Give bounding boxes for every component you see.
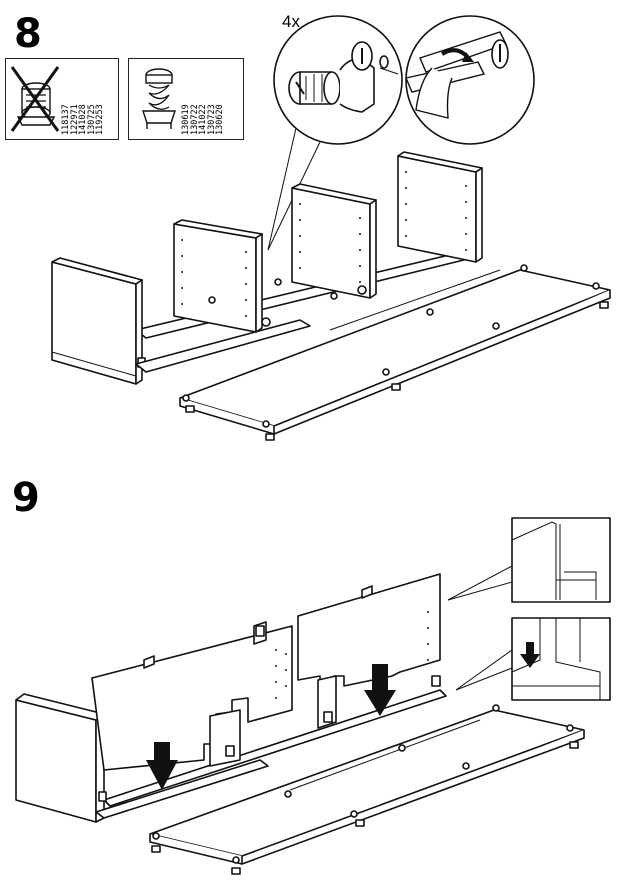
cam-lock-icon <box>142 68 176 129</box>
step-9-number: 9 <box>12 475 40 521</box>
detail-box-top <box>447 517 611 603</box>
old-part-box: 118137 122971 141028 130725 119253 <box>5 58 119 140</box>
step9-cabinet <box>15 573 585 875</box>
crossed-out-cam-lock-icon <box>10 66 60 132</box>
step-8-number: 8 <box>14 11 42 57</box>
detail-circle-screwdriver <box>405 15 535 145</box>
new-part-box: 130619 130722 141022 130723 130620 <box>128 58 244 140</box>
detail-circle-cam-insert <box>267 15 403 251</box>
step8-cabinet <box>51 151 611 441</box>
detail-box-bottom <box>455 617 611 701</box>
quantity-label: 4x <box>282 12 300 31</box>
